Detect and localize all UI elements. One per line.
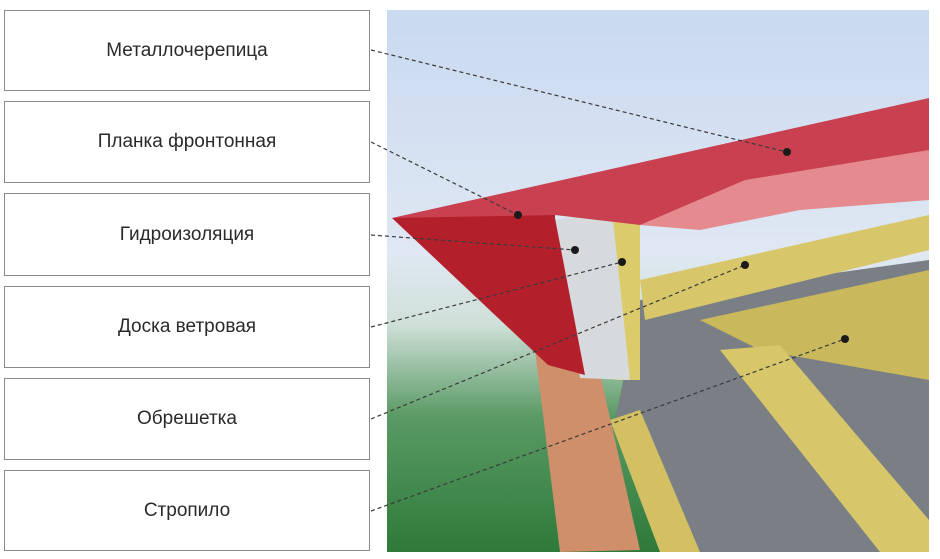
wall-plate	[610, 410, 700, 552]
roof-cross-section	[392, 98, 929, 552]
leader-rafter	[370, 338, 846, 512]
leader-gable-strip	[370, 141, 519, 216]
label-wind-board: Доска ветровая	[4, 286, 370, 368]
anchor-dot-metal-tile	[783, 148, 791, 156]
metal-tile-sheet	[640, 150, 929, 230]
roof-illustration	[387, 10, 929, 552]
leader-metal-tile	[370, 49, 788, 153]
label-battens: Обрешетка	[4, 378, 370, 460]
anchor-dot-rafter	[841, 335, 849, 343]
anchor-dot-waterproofing	[571, 246, 579, 254]
label-gable-strip: Планка фронтонная	[4, 101, 370, 183]
rafter-wood	[700, 270, 929, 380]
anchor-dot-gable-strip	[514, 211, 522, 219]
rafter-beam	[720, 345, 929, 552]
gable-strip	[392, 205, 585, 375]
label-metal-tile: Металлочерепица	[4, 10, 370, 91]
label-rafter: Стропило	[4, 470, 370, 551]
batten-board	[640, 215, 929, 320]
brick-wall	[535, 330, 640, 552]
anchor-dot-wind-board	[618, 258, 626, 266]
label-waterproofing: Гидроизоляция	[4, 193, 370, 276]
leader-battens	[370, 264, 746, 420]
anchor-dot-battens	[741, 261, 749, 269]
leader-waterproofing	[370, 234, 576, 251]
leader-wind-board	[370, 261, 623, 328]
